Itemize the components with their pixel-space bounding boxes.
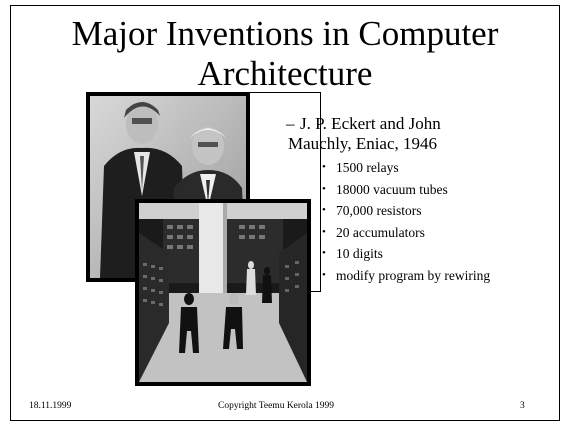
sub-bullet-item: • 10 digits bbox=[322, 243, 542, 265]
footer-date: 18.11.1999 bbox=[29, 401, 72, 411]
slide-title-line-1: Major Inventions in Computer bbox=[71, 14, 499, 53]
sub-bullet-item: • 70,000 resistors bbox=[322, 200, 542, 222]
sub-bullet-text: 10 digits bbox=[336, 246, 383, 261]
sub-bullet-text: 1500 relays bbox=[336, 160, 399, 175]
eniac-room-photo-image bbox=[139, 203, 307, 382]
bullet-dot-icon: • bbox=[322, 204, 326, 216]
eniac-room-photo bbox=[135, 199, 311, 386]
main-bullet-line-1: J. P. Eckert and John bbox=[300, 114, 441, 133]
sub-bullet-text: modify program by rewiring bbox=[336, 267, 491, 283]
sub-bullet-list: • 1500 relays • 18000 vacuum tubes • 70,000… bbox=[322, 157, 542, 286]
slide-title-line-2: Architecture bbox=[197, 54, 373, 93]
sub-bullet-text: 20 accumulators bbox=[336, 224, 425, 240]
main-bullet-dash: – bbox=[286, 114, 295, 133]
footer-copyright: Copyright Teemu Kerola 1999 bbox=[218, 401, 335, 411]
sub-bullet-item: • 18000 vacuum tubes bbox=[322, 179, 542, 201]
bullet-dot-icon: • bbox=[322, 247, 326, 259]
bullet-dot-icon: • bbox=[322, 182, 326, 195]
sub-bullet-text: 70,000 resistors bbox=[336, 203, 422, 218]
footer-page-number: 3 bbox=[520, 401, 525, 411]
sub-bullet-item: • 20 accumulators bbox=[322, 222, 542, 244]
slide-title: Major Inventions in Computer Architectur… bbox=[20, 14, 550, 94]
bullet-dot-icon: • bbox=[322, 268, 326, 281]
bullet-dot-icon: • bbox=[322, 225, 326, 238]
main-bullet-line-2: Mauchly, Eniac, 1946 bbox=[288, 134, 438, 153]
sub-bullet-item: • 1500 relays bbox=[322, 157, 542, 179]
sub-bullet-item: • modify program by rewiring bbox=[322, 265, 542, 287]
bullet-dot-icon: • bbox=[322, 161, 326, 173]
sub-bullet-text: 18000 vacuum tubes bbox=[336, 181, 448, 197]
